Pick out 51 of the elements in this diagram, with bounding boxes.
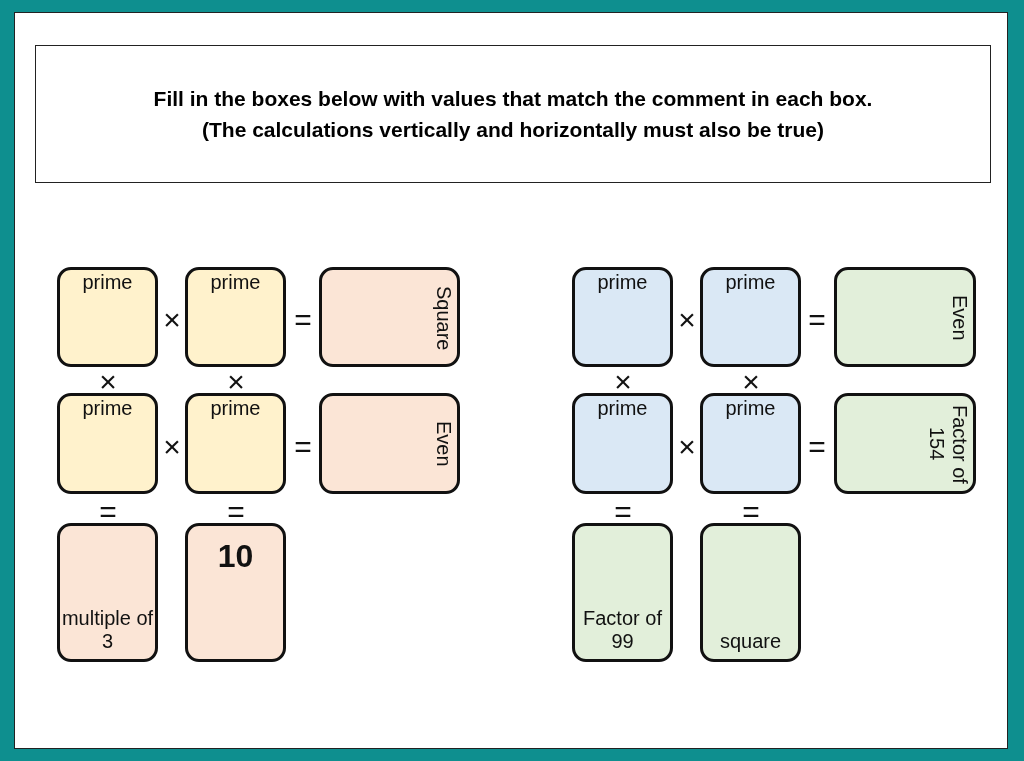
answer-box [57,393,158,494]
hint-text: prime [724,271,777,294]
operator-sign: = [741,497,761,527]
operator-sign: × [162,305,182,335]
operator-sign: × [613,367,633,397]
hint-text: Factor of 154 [925,404,971,484]
operator-sign: = [293,432,313,462]
operator-sign: × [98,367,118,397]
answer-box [319,267,460,367]
hint-text: square [718,630,783,653]
hint-text: prime [209,271,262,294]
operator-sign: × [677,305,697,335]
instruction-box [35,45,991,183]
operator-sign: = [807,432,827,462]
instruction-text: (The calculations vertically and horizontally must also be true) [202,117,824,143]
answer-box [57,267,158,367]
operator-sign: × [162,432,182,462]
answer-box [185,393,286,494]
answer-box [572,267,673,367]
operator-sign: = [613,497,633,527]
operator-sign: = [807,305,827,335]
operator-sign: = [98,497,118,527]
hint-text: prime [596,271,649,294]
answer-box [572,523,673,662]
instruction-text: Fill in the boxes below with values that match the comment in each box. [153,86,873,112]
hint-text: multiple of 3 [60,607,155,653]
hint-text: Square [432,284,455,353]
hint-text: prime [724,397,777,420]
answer-box [834,267,976,367]
operator-sign: = [226,497,246,527]
operator-sign: × [741,367,761,397]
operator-sign: × [226,367,246,397]
hint-text: prime [596,397,649,420]
operator-sign: = [293,305,313,335]
hint-text: prime [81,397,134,420]
hint-text: Even [432,420,455,469]
answer-box [185,267,286,367]
answer-box [700,523,801,662]
operator-sign: × [677,432,697,462]
answer-box [700,267,801,367]
hint-text: prime [81,271,134,294]
given-number: 10 [216,538,255,574]
answer-box [700,393,801,494]
hint-text: Factor of 99 [582,607,663,653]
answer-box [57,523,158,662]
answer-box [185,523,286,662]
answer-box [572,393,673,494]
hint-text: Even [948,294,971,343]
hint-text: prime [209,397,262,420]
answer-box [319,393,460,494]
answer-box [834,393,976,494]
